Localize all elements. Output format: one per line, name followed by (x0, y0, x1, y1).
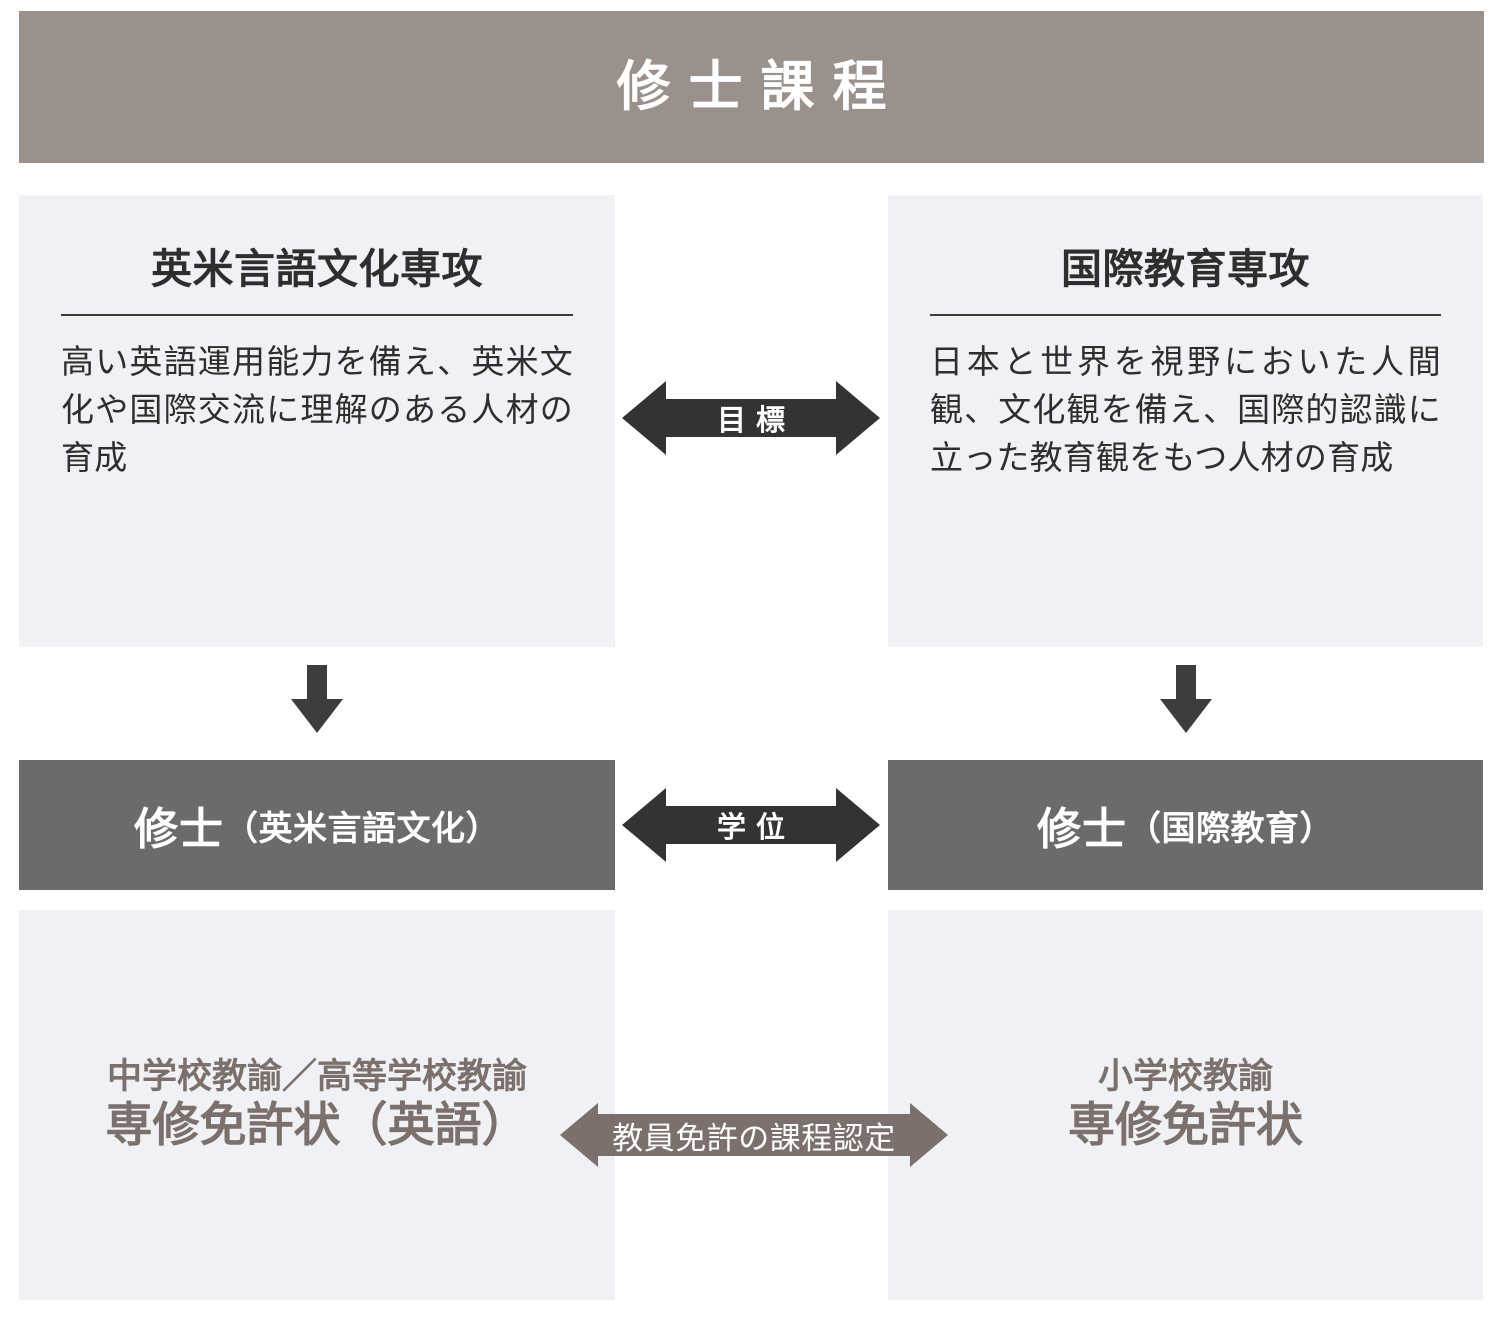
down-arrow-right (1160, 665, 1212, 733)
masters-program-header: 修士課程 (19, 11, 1484, 163)
program-panel-international-education: 国際教育専攻 日本と世界を視野においた人間観、文化観を備え、国際的認識に立った教… (888, 195, 1483, 647)
license-line1-left: 中学校教諭／高等学校教諭 (106, 1056, 527, 1096)
program-goal-left: 高い英語運用能力を備え、英米文化や国際交流に理解のある人材の育成 (61, 343, 573, 476)
license-panel-right: 小学校教諭 専修免許状 (888, 910, 1483, 1300)
license-line1-right: 小学校教諭 (1097, 1056, 1273, 1096)
degree-bar-international-education: 修士 （国際教育） (888, 760, 1483, 890)
degree-main-right: 修士 (1037, 805, 1127, 854)
heading-divider-left (61, 314, 573, 317)
license-line2-left: 専修免許状（英語） (105, 1097, 529, 1151)
program-name-left: 英米言語文化専攻 (151, 246, 483, 292)
program-name-right: 国際教育専攻 (1061, 246, 1310, 292)
license-line2-right: 専修免許状 (1068, 1097, 1303, 1151)
double-arrow-icon (622, 788, 880, 862)
license-panel-left: 中学校教諭／高等学校教諭 専修免許状（英語） (19, 910, 615, 1300)
double-arrow-icon (560, 1103, 948, 1167)
degree-sub-left: （英米言語文化） (224, 809, 500, 848)
program-panel-english-american: 英米言語文化専攻 高い英語運用能力を備え、英米文化や国際交流に理解のある人材の育… (19, 195, 615, 647)
degree-main-left: 修士 (134, 805, 224, 854)
double-arrow-icon (622, 381, 880, 455)
degree-sub-right: （国際教育） (1127, 809, 1334, 848)
degree-bar-english-american: 修士 （英米言語文化） (19, 760, 615, 890)
heading-divider-right (930, 314, 1441, 317)
arrow-down-icon (291, 665, 343, 733)
goal-bidirectional-arrow: 目標 (622, 379, 880, 457)
program-goal-right: 日本と世界を視野においた人間観、文化観を備え、国際的認識に立った教育観をもつ人材… (930, 343, 1441, 476)
certification-bidirectional-arrow: 教員免許の課程認定 (560, 1100, 948, 1170)
arrow-down-icon (1160, 665, 1212, 733)
degree-bidirectional-arrow: 学位 (622, 786, 880, 864)
down-arrow-left (291, 665, 343, 733)
page-title: 修士課程 (616, 57, 905, 117)
